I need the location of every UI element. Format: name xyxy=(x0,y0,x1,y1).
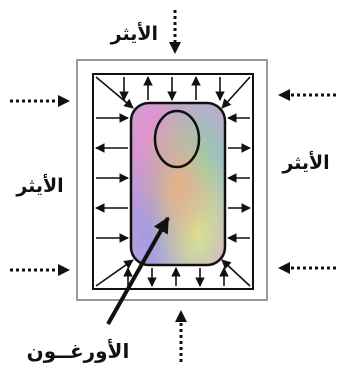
orgone-label: الأورغــون xyxy=(27,338,130,363)
dotted-arrow-icon xyxy=(169,10,181,54)
orgone-cell xyxy=(131,103,225,265)
dotted-arrow-icon xyxy=(10,95,70,107)
dotted-arrow-icon xyxy=(278,89,336,101)
ether-label-right: الأيثر xyxy=(281,151,329,174)
dotted-arrow-icon xyxy=(175,310,187,362)
dotted-arrow-icon xyxy=(10,264,70,276)
ether-label-left: الأيثر xyxy=(15,174,63,197)
dotted-arrow-icon xyxy=(278,262,336,274)
ether-label-top: الأيثر xyxy=(110,22,158,45)
